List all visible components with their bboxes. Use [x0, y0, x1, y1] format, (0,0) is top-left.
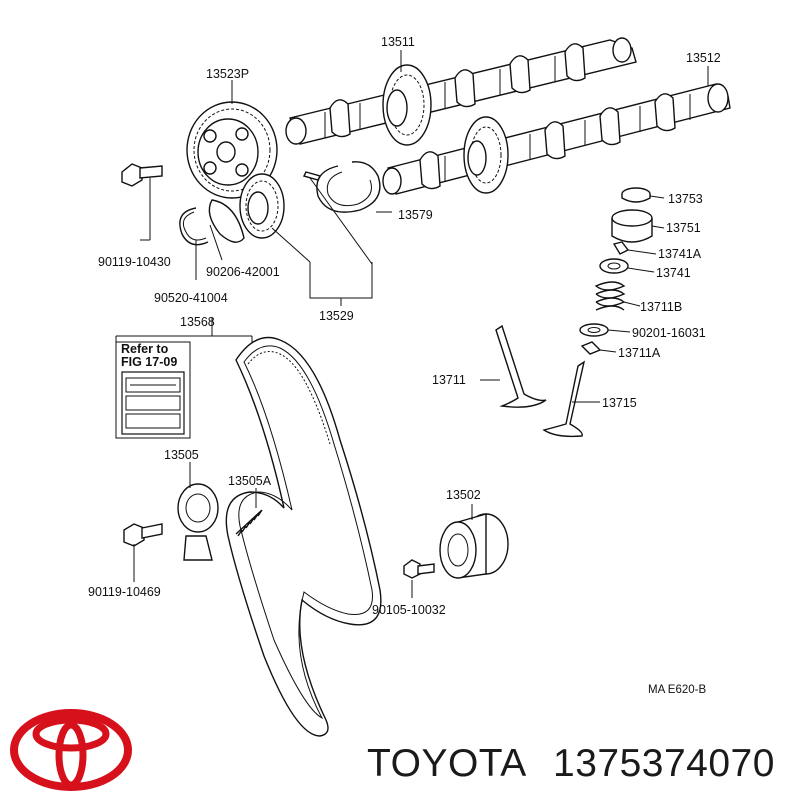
label-13741A: 13741A: [658, 247, 702, 261]
label-13505: 13505: [164, 448, 199, 462]
label-13512: 13512: [686, 51, 721, 65]
brand-part-number: 1375374070: [553, 742, 775, 785]
ring-90206-42001: [208, 199, 245, 243]
bolt-90119-10469: [123, 523, 163, 582]
label-13711A: 13711A: [618, 346, 661, 360]
label-13711: 13711: [432, 373, 466, 387]
label-90206-42001: 90206-42001: [206, 265, 280, 279]
label-13529: 13529: [319, 309, 354, 323]
leader-lines-top: [140, 50, 709, 306]
label-90520-41004: 90520-41004: [154, 291, 228, 305]
spring-13505A: [235, 488, 263, 537]
label-13523P: 13523P: [206, 67, 249, 81]
label-13505A: 13505A: [228, 474, 272, 488]
label-13579: 13579: [398, 208, 433, 222]
label-90105-10032: 90105-10032: [372, 603, 446, 617]
idler-13505: [177, 462, 219, 561]
toyota-logo: [10, 709, 132, 791]
snap-ring-13579: [302, 161, 381, 213]
camshaft-13511: [285, 37, 637, 146]
refer-box: [115, 341, 191, 439]
refer-box-line1: Refer to: [121, 342, 169, 356]
valve-train: [480, 187, 665, 438]
label-13751: 13751: [666, 221, 701, 235]
label-13502: 13502: [446, 488, 481, 502]
snap-ring-90520-41004: [179, 207, 209, 246]
bolt-90119-10430: [121, 163, 163, 187]
label-90201-16031: 90201-16031: [632, 326, 706, 340]
label-90119-10469: 90119-10469: [88, 585, 161, 599]
sub-gear: [239, 173, 285, 239]
bolt-90105-10032: [403, 559, 435, 598]
label-13568: 13568: [180, 315, 215, 329]
label-13711B: 13711B: [640, 300, 682, 314]
brand-name: TOYOTA: [367, 742, 527, 785]
camshaft-13512: [382, 83, 731, 195]
timing-belt-13568: [225, 336, 382, 737]
label-13741: 13741: [656, 266, 691, 280]
timing-pulley-13523P: [186, 101, 278, 199]
label-90119-10430: 90119-10430: [98, 255, 171, 269]
label-13511: 13511: [381, 35, 415, 49]
label-13715: 13715: [602, 396, 637, 410]
refer-box-line2: FIG 17-09: [121, 355, 177, 369]
idler-13502: [439, 504, 509, 579]
label-13753: 13753: [668, 192, 703, 206]
figure-code: MA E620-B: [648, 684, 706, 696]
